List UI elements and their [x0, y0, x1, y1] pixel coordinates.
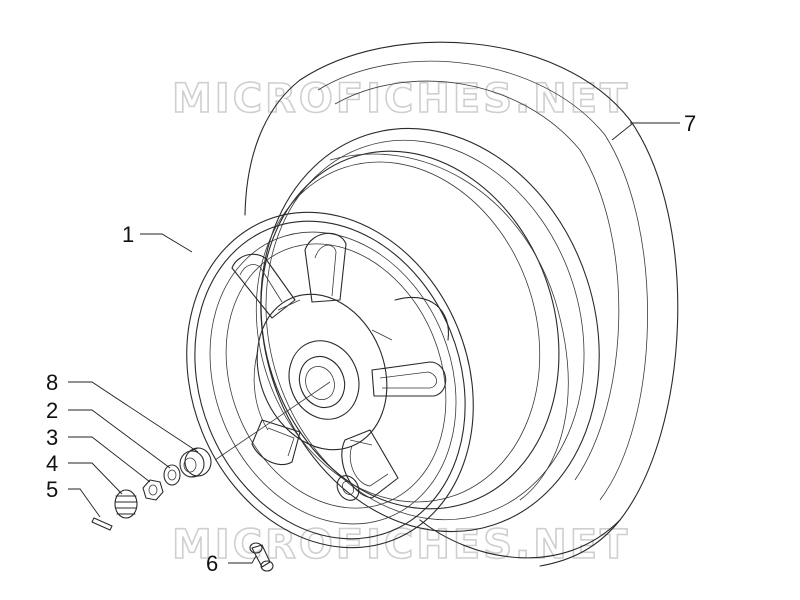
tyre	[244, 41, 679, 567]
rim-valve	[336, 475, 360, 501]
callout-8: 8	[46, 370, 58, 395]
rim-front	[186, 211, 474, 549]
callout-7: 7	[684, 111, 696, 136]
leader-lines	[68, 122, 680, 564]
callout-5: 5	[46, 477, 58, 502]
callout-2: 2	[46, 398, 58, 423]
axle-center-line	[214, 381, 331, 461]
callout-6: 6	[206, 551, 218, 576]
watermark-bottom: MICROFICHES.NET	[172, 522, 630, 568]
spacer-part-8	[179, 447, 212, 478]
rim-back	[255, 127, 600, 533]
washer-part-2	[163, 464, 181, 486]
callout-3: 3	[46, 425, 58, 450]
nut-part-3	[142, 479, 164, 501]
callout-1: 1	[122, 222, 134, 247]
callout-4: 4	[46, 451, 58, 476]
wheel-hub	[256, 293, 393, 451]
cotter-pin-part-5	[91, 517, 113, 531]
wheel-spokes	[231, 232, 449, 499]
castle-nut-part-4	[114, 489, 138, 519]
valve-part-6	[249, 542, 274, 572]
